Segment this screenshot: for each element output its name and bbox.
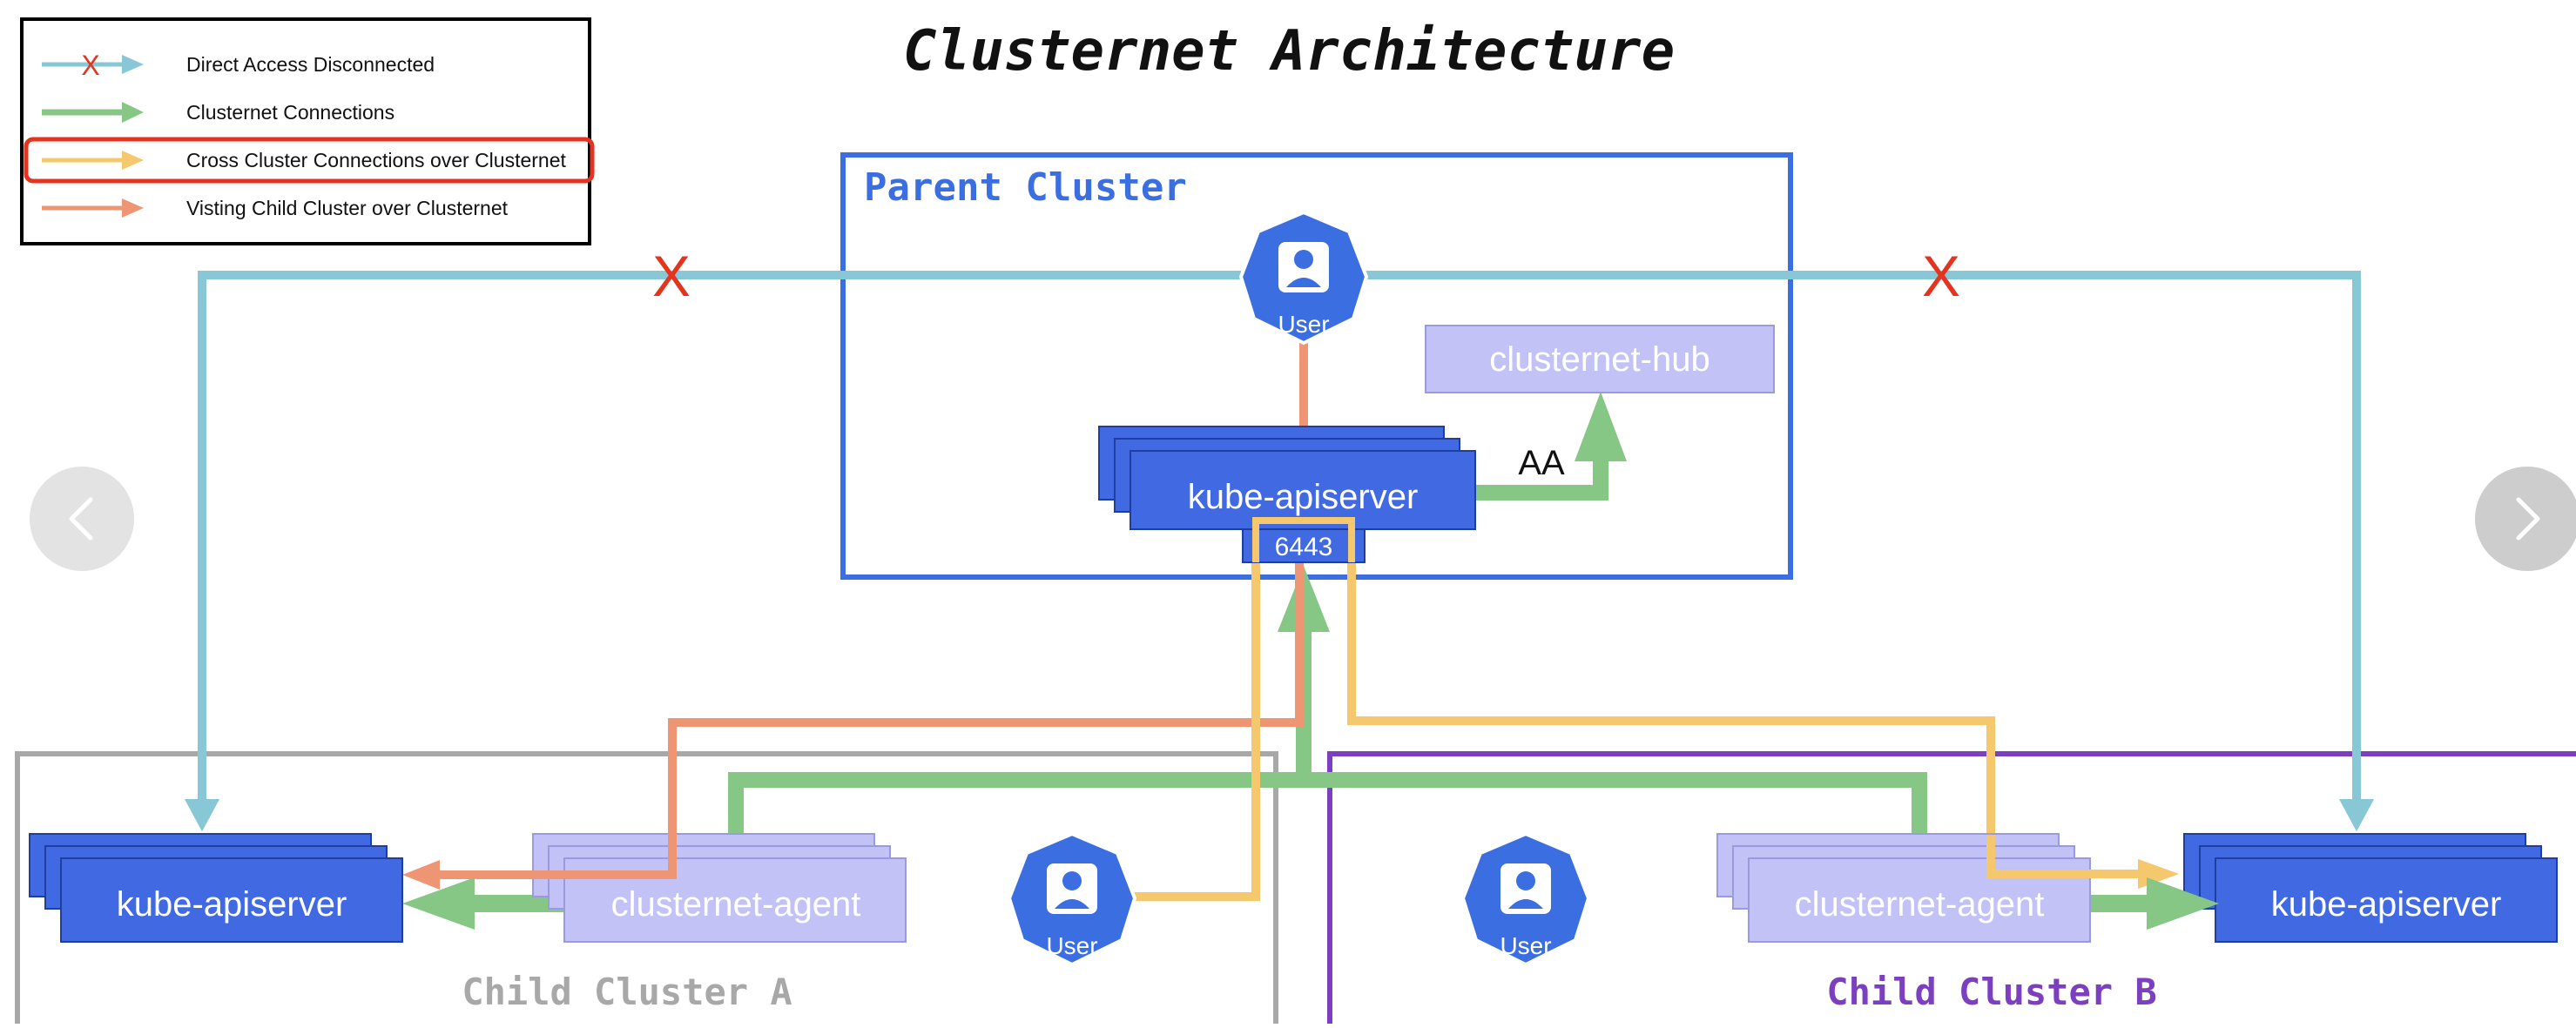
parent-user-label: User	[1278, 311, 1329, 338]
aa-label: AA	[1518, 444, 1565, 482]
clusternet-hub-label: clusternet-hub	[1489, 340, 1709, 379]
parent-kube-apiserver: kube-apiserver	[1098, 426, 1476, 530]
visiting-child-lines	[402, 341, 1308, 890]
legend-label: Clusternet Connections	[186, 101, 394, 124]
port-badge: 6443	[1242, 528, 1366, 563]
child-b-user-label: User	[1500, 932, 1551, 959]
child-b-user: User	[1460, 831, 1591, 967]
visiting-overlay	[435, 818, 677, 879]
legend-label: Visting Child Cluster over Clusternet	[186, 197, 509, 219]
child-a-clusternet-agent: clusternet-agent	[532, 833, 907, 943]
parent-user: User	[1238, 210, 1369, 346]
child-a-kube-apiserver: kube-apiserver	[29, 833, 403, 943]
cross-cluster-overlay-b	[1986, 836, 2144, 878]
parent-cluster-frame	[840, 152, 1793, 580]
legend-label: Direct Access Disconnected	[186, 53, 435, 76]
disconnect-x-right: X	[1922, 244, 1960, 308]
child-a-user-label: User	[1046, 932, 1097, 959]
agent-b-arrowhead	[2147, 877, 2219, 930]
child-a-agent-label: clusternet-agent	[611, 885, 861, 924]
legend: X Direct Access Disconnected Clusternet …	[20, 17, 595, 245]
cross-cluster-overlay	[1252, 517, 1355, 562]
direct-b-arrowhead	[2339, 799, 2374, 831]
legend-item-cross-cluster: Cross Cluster Connections over Clusterne…	[24, 137, 595, 184]
direct-access-lines: X X	[185, 244, 2374, 831]
legend-item-clusternet-connections: Clusternet Connections	[42, 101, 394, 124]
clusternet-hub: clusternet-hub	[1425, 325, 1775, 393]
child-b-kube-apiserver: kube-apiserver	[2183, 833, 2558, 943]
child-cluster-b-frame	[1327, 751, 2576, 1024]
child-cluster-b-label: Child Cluster B	[1826, 971, 2156, 1013]
diagram-title: Clusternet Architecture	[903, 19, 1675, 84]
port-label: 6443	[1275, 533, 1333, 561]
previous-slide-button[interactable]	[30, 467, 134, 571]
child-a-apiserver-label: kube-apiserver	[117, 885, 347, 924]
chevron-right-icon	[2516, 497, 2540, 541]
parent-cluster-label: Parent Cluster	[864, 165, 1187, 210]
child-a-user: User	[1007, 831, 1137, 967]
next-slide-button[interactable]	[2475, 467, 2576, 571]
legend-item-direct-access: X Direct Access Disconnected	[42, 50, 435, 81]
parent-apiserver-label: kube-apiserver	[1188, 478, 1419, 516]
child-cluster-a-frame	[15, 751, 1278, 1024]
child-b-clusternet-agent: clusternet-agent	[1716, 833, 2091, 943]
direct-a-arrowhead	[185, 799, 219, 831]
child-cluster-a-label: Child Cluster A	[462, 971, 792, 1013]
child-b-apiserver-label: kube-apiserver	[2271, 885, 2502, 924]
chevron-left-icon	[69, 497, 93, 541]
child-b-agent-label: clusternet-agent	[1795, 885, 2045, 924]
legend-x-icon: X	[81, 50, 99, 81]
legend-label: Cross Cluster Connections over Clusterne…	[186, 149, 567, 171]
legend-item-visiting-child: Visting Child Cluster over Clusternet	[42, 197, 509, 219]
disconnect-x-left: X	[652, 244, 691, 308]
legend-highlight-box	[24, 137, 595, 184]
